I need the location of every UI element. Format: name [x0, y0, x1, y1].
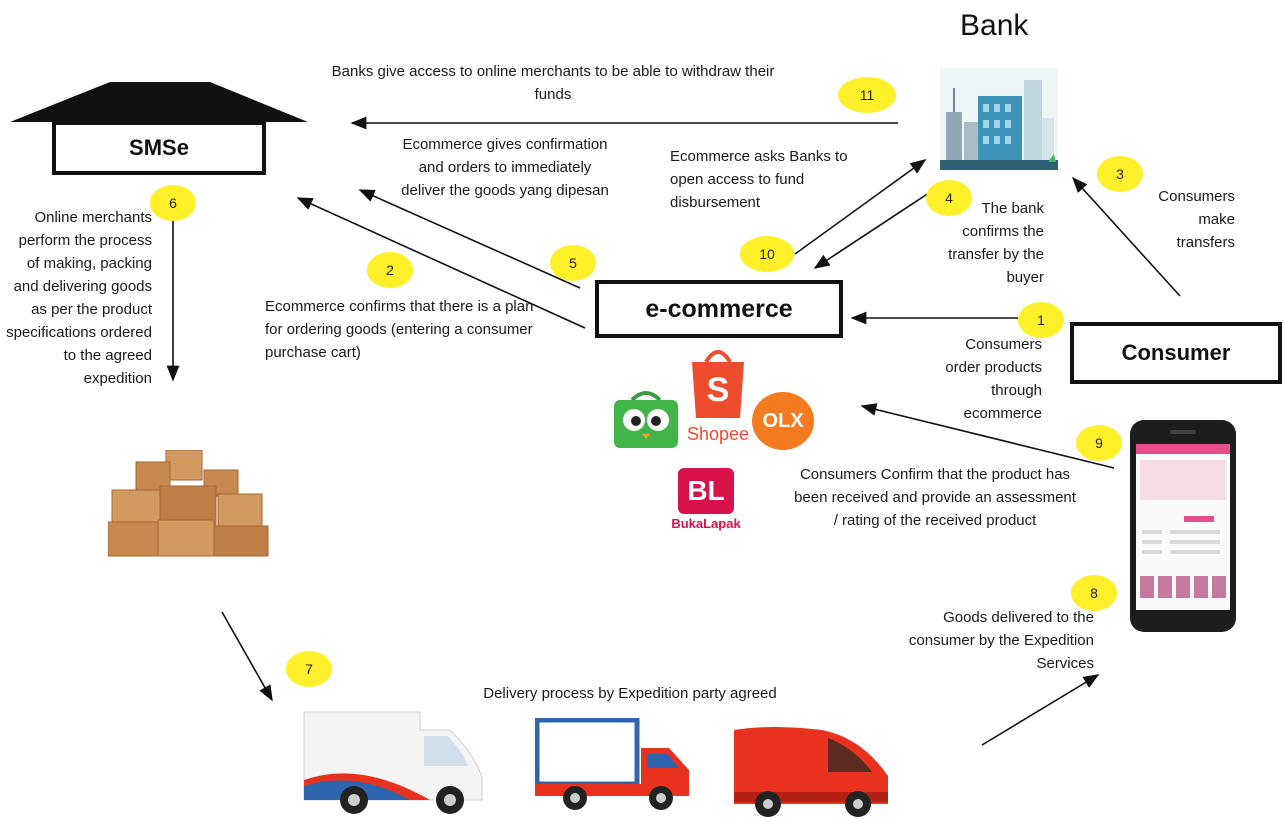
badge-step-5: 5	[550, 245, 596, 281]
label-step-5: Ecommerce gives confirmation and orders …	[401, 136, 609, 199]
smse-node: SMSe	[52, 121, 266, 175]
smse-label: SMSe	[129, 135, 189, 160]
shopee-bag-letter: S	[706, 371, 730, 409]
ecommerce-label: e-commerce	[645, 295, 793, 323]
badge-step-10: 10	[740, 236, 794, 272]
ecommerce-node: e-commerce	[595, 280, 843, 338]
badge-step-1: 1	[1018, 302, 1064, 338]
arrow-step-3	[1071, 176, 1181, 297]
label-step-1: Consumers order products through ecommer…	[945, 336, 1042, 422]
arrow-step-4	[813, 186, 939, 269]
badge-step-11: 11	[838, 77, 896, 113]
arrow-step-10	[794, 159, 927, 255]
label-step-3: Consumers make transfers	[1158, 188, 1235, 251]
consumer-node: Consumer	[1070, 322, 1282, 384]
smse-roof-icon	[10, 82, 308, 122]
arrow-step-5	[358, 189, 581, 289]
box-truck-icon	[535, 718, 689, 810]
badge-step-9: 9	[1076, 425, 1122, 461]
label-step-9: Consumers Confirm that the product has b…	[794, 466, 1076, 529]
bank-buildings-icon	[940, 68, 1058, 170]
badge-step-7: 7	[286, 651, 332, 687]
arrow-step-7	[221, 611, 273, 702]
badge-step-3: 3	[1097, 156, 1143, 192]
label-step-7: Delivery process by Expedition party agr…	[483, 685, 777, 702]
consumer-label: Consumer	[1121, 340, 1231, 365]
red-van-icon	[734, 727, 888, 817]
bank-title: Bank	[960, 9, 1029, 42]
white-van-icon	[303, 711, 483, 814]
olx-logo: OLX	[752, 392, 814, 450]
label-step-8: Goods delivered to the consumer by the E…	[908, 609, 1094, 672]
packages-icon	[108, 450, 269, 557]
label-step-11: Banks give access to online merchants to…	[331, 63, 775, 103]
shopee-bag-icon	[692, 350, 744, 418]
arrow-step-2	[296, 197, 586, 329]
label-step-2: Ecommerce confirms that there is a plan …	[265, 298, 534, 361]
bukalapak-wordmark: BukaLapak	[671, 516, 741, 531]
label-step-6: Online merchants perform the process of …	[6, 209, 152, 387]
badge-step-8: 8	[1071, 575, 1117, 611]
badge-step-4: 4	[926, 180, 972, 216]
smartphone-icon	[1130, 420, 1236, 632]
bukalapak-logo: BL	[678, 468, 734, 514]
label-step-10: Ecommerce asks Banks to open access to f…	[670, 148, 848, 211]
arrow-step-9	[860, 403, 1115, 469]
bukalapak-mark: BL	[687, 475, 725, 506]
arrow-step-8	[981, 674, 1100, 746]
olx-wordmark: OLX	[762, 410, 804, 432]
shopee-wordmark: Shopee	[686, 424, 750, 444]
badge-step-6: 6	[150, 185, 196, 221]
label-step-4: The bank confirms the transfer by the bu…	[948, 200, 1044, 286]
tokopedia-logo-icon	[614, 391, 678, 448]
badge-step-2: 2	[367, 252, 413, 288]
